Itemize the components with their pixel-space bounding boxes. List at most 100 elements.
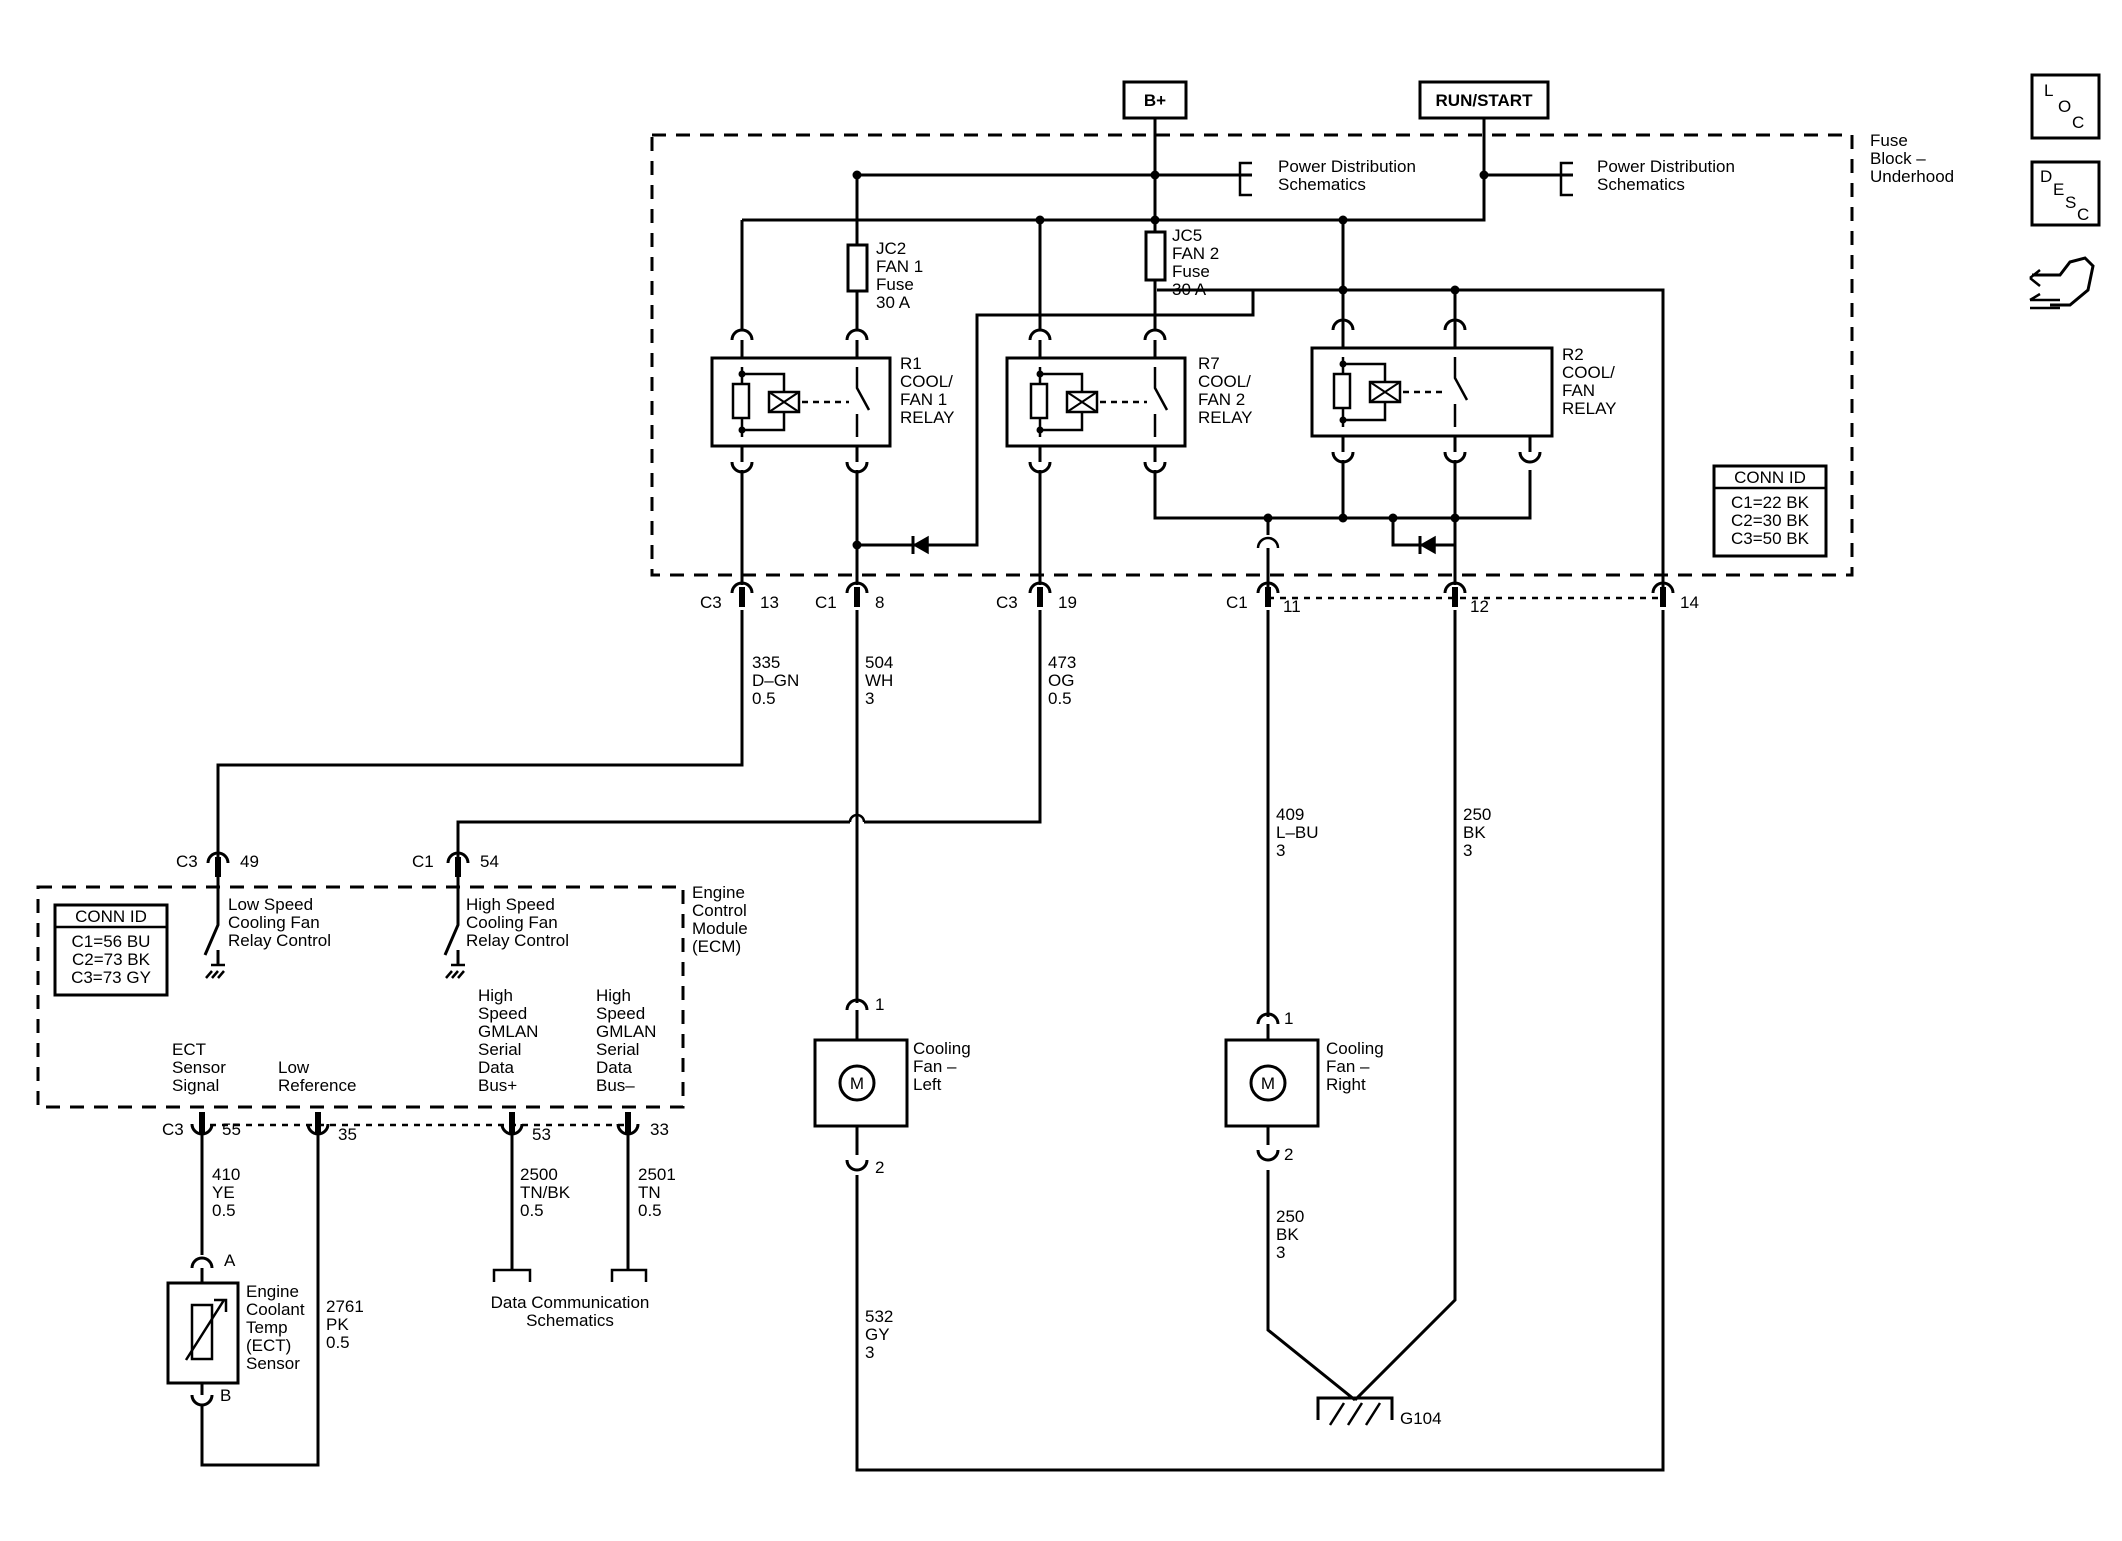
fuse-pin-0-arch (730, 581, 754, 594)
w250a-l2: BK (1463, 823, 1486, 842)
fuse-pin-3-arch (1256, 581, 1280, 594)
device-top-pin-2-arch (190, 1256, 214, 1269)
high-speed-l3: Relay Control (466, 931, 569, 950)
ect-signal-l3: Signal (172, 1076, 219, 1095)
power-distribution-ref-2: Power Distribution Schematics (1559, 157, 1735, 197)
pin49-conn: C3 (176, 852, 198, 871)
ect-pin-a: A (224, 1251, 236, 1270)
bus-minus-l2: Speed (596, 1004, 645, 1023)
relay-top-2-arch (1028, 328, 1052, 341)
loc-icon[interactable]: L O C (2030, 73, 2101, 140)
connector-view-icon[interactable] (2029, 256, 2095, 310)
r7-l4: RELAY (1198, 408, 1253, 427)
pin13-num: 13 (760, 593, 779, 612)
w250b-l1: 250 (1276, 1207, 1304, 1226)
desc-c: C (2077, 205, 2089, 224)
fan-right-motor: M (1261, 1074, 1275, 1093)
run-start-source: RUN/START (1418, 80, 1550, 120)
pin55-conn: C3 (162, 1120, 184, 1139)
r2-dot1 (1339, 360, 1347, 368)
power-dist-1-line2: Schematics (1278, 175, 1366, 194)
pin19-conn: C3 (996, 593, 1018, 612)
desc-s: S (2065, 193, 2076, 212)
w2500-l2: TN/BK (520, 1183, 571, 1202)
w532-l3: 3 (865, 1343, 874, 1362)
low-speed-l2: Cooling Fan (228, 913, 320, 932)
fuse-pin-2-arch (1028, 581, 1052, 594)
r2-top-0-arch (1331, 318, 1355, 331)
bplus-source: B+ (1122, 80, 1188, 120)
relay-bot-1-cup (845, 461, 869, 474)
relay-r1-label: R1 COOL/ FAN 1 RELAY (900, 354, 955, 427)
cooling-fan-left: M Cooling Fan – Left 1 2 (813, 995, 971, 1177)
pin53-num: 53 (532, 1125, 551, 1144)
relay-r7-box (1005, 356, 1187, 448)
pin14-num: 14 (1680, 593, 1699, 612)
ecm-bottom-pin-cup-2-cup (500, 1123, 524, 1136)
ecm-boundary (36, 885, 685, 1109)
w2500-l3: 0.5 (520, 1201, 544, 1220)
low-ref-l1: Low (278, 1058, 310, 1077)
ground-g104: G104 (1316, 1396, 1442, 1428)
w2761-l3: 0.5 (326, 1333, 350, 1352)
jc5-l4: 30 A (1172, 280, 1207, 299)
ecm-top-pin-0-arch (206, 851, 230, 864)
bus-minus-l3: GMLAN (596, 1022, 656, 1041)
fan-left-pin2: 2 (875, 1158, 884, 1177)
r7-dot1 (1036, 370, 1044, 378)
junction-dot-12 (1450, 513, 1460, 523)
w504-l1: 504 (865, 653, 893, 672)
r2-bot-2-cup (1518, 451, 1542, 464)
fuse-pin-4-arch (1443, 581, 1467, 594)
fuse-conn-id: CONN ID C1=22 BK C2=30 BK C3=50 BK (1712, 464, 1828, 558)
fan-left-l2: Fan – (913, 1057, 957, 1076)
pin8-num: 8 (875, 593, 884, 612)
w335-l1: 335 (752, 653, 780, 672)
run-start-label: RUN/START (1436, 91, 1534, 110)
jc5-l1: JC5 (1172, 226, 1202, 245)
relay-bot-2-cup (1028, 461, 1052, 474)
fan-right-l2: Fan – (1326, 1057, 1370, 1076)
jc5-l2: FAN 2 (1172, 244, 1219, 263)
ecm-top-pin-1-arch (446, 851, 470, 864)
bus-plus-l3: GMLAN (478, 1022, 538, 1041)
data-comm-l2: Schematics (526, 1311, 614, 1330)
relay-top-0-arch (730, 328, 754, 341)
device-bot-pin-1-cup (1256, 1149, 1280, 1162)
pin54-num: 54 (480, 852, 499, 871)
jc2-l2: FAN 1 (876, 257, 923, 276)
pin11-conn: C1 (1226, 593, 1248, 612)
r2-bot-0-cup (1331, 451, 1355, 464)
r1-l3: FAN 1 (900, 390, 947, 409)
diode-2-body (1419, 535, 1436, 555)
r2-l1: R2 (1562, 345, 1584, 364)
fan-left-l3: Left (913, 1075, 942, 1094)
bus-plus-l2: Speed (478, 1004, 527, 1023)
ect-l1: Engine (246, 1282, 299, 1301)
pin49-num: 49 (240, 852, 259, 871)
w410-l1: 410 (212, 1165, 240, 1184)
power-dist-2-line1: Power Distribution (1597, 157, 1735, 176)
fuse-pin-5-arch (1651, 581, 1675, 594)
r1-dot1 (738, 370, 746, 378)
w409-l1: 409 (1276, 805, 1304, 824)
power-dist-2-line2: Schematics (1597, 175, 1685, 194)
r1-resistor (731, 382, 751, 420)
jc2-l4: 30 A (876, 293, 911, 312)
junction-dot-10 (1338, 513, 1348, 523)
r7-switch (1153, 367, 1169, 437)
ecm-pin-labels: C3 49 C1 54 C3 55 35 53 33 (162, 852, 669, 1144)
connector-glyphs (190, 170, 1675, 1407)
fuse-jc5-label: JC5 FAN 2 Fuse 30 A (1172, 226, 1219, 299)
ecm-signal-labels: ECT Sensor Signal Low Reference High Spe… (172, 986, 656, 1095)
fan-left-l1: Cooling (913, 1039, 971, 1058)
junction-dot-0 (1150, 170, 1160, 180)
ect-l3: Temp (246, 1318, 288, 1337)
ecm-title-4: (ECM) (692, 937, 741, 956)
junction-dot-4 (1479, 170, 1489, 180)
desc-icon[interactable]: D E S C (2030, 160, 2101, 227)
fuse-block-title-1: Fuse (1870, 131, 1908, 150)
fan-left-motor: M (850, 1074, 864, 1093)
r1-switch (855, 367, 871, 437)
junction-dot-9 (1263, 513, 1273, 523)
